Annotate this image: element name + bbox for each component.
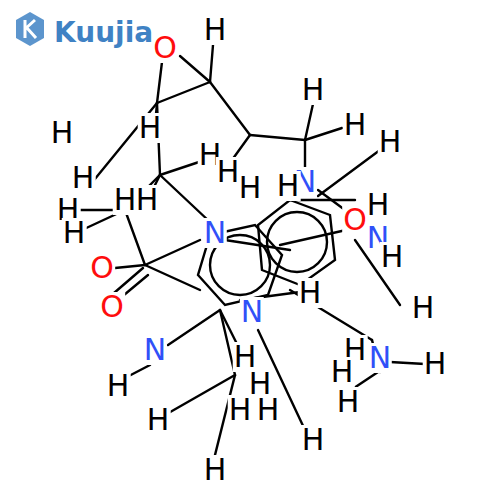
atom-label: H	[203, 455, 228, 485]
atom-label: O	[99, 292, 125, 322]
atom-label: H	[256, 395, 281, 425]
atom-label: H	[233, 342, 258, 372]
atom-label: H	[301, 75, 326, 105]
atom-label: O	[89, 253, 115, 283]
atom-label: H	[106, 371, 131, 401]
atom-label: O	[152, 33, 178, 63]
atom-label: H	[238, 173, 263, 203]
atom-label: H	[135, 185, 160, 215]
atom-label: H	[146, 405, 171, 435]
bonds	[78, 45, 425, 455]
atom-label: H	[330, 357, 355, 387]
atom-label: H	[62, 218, 87, 248]
atom-label: H	[378, 127, 403, 157]
atom-label: H	[276, 171, 301, 201]
atom-label: H	[301, 425, 326, 455]
atom-label: N	[240, 297, 264, 327]
atom-label: N	[368, 343, 392, 373]
atom-label: H	[113, 185, 138, 215]
atom-label: H	[366, 190, 391, 220]
atom-label: O	[342, 205, 368, 235]
atom-label: N	[203, 218, 227, 248]
atom-label: N	[143, 335, 167, 365]
watermark-logo	[16, 12, 44, 46]
atom-label: H	[203, 15, 228, 45]
atom-label: H	[138, 113, 163, 143]
atom-label: H	[423, 349, 448, 379]
atom-label: H	[343, 110, 368, 140]
atom-label: H	[71, 163, 96, 193]
atom-label: H	[411, 293, 436, 323]
atom-label: H	[228, 395, 253, 425]
atom-label: H	[298, 278, 323, 308]
atom-label: H	[216, 157, 241, 187]
atom-label: H	[380, 242, 405, 272]
atom-label: H	[50, 118, 75, 148]
atom-label: H	[336, 387, 361, 417]
watermark-text: Kuujia	[54, 16, 153, 50]
